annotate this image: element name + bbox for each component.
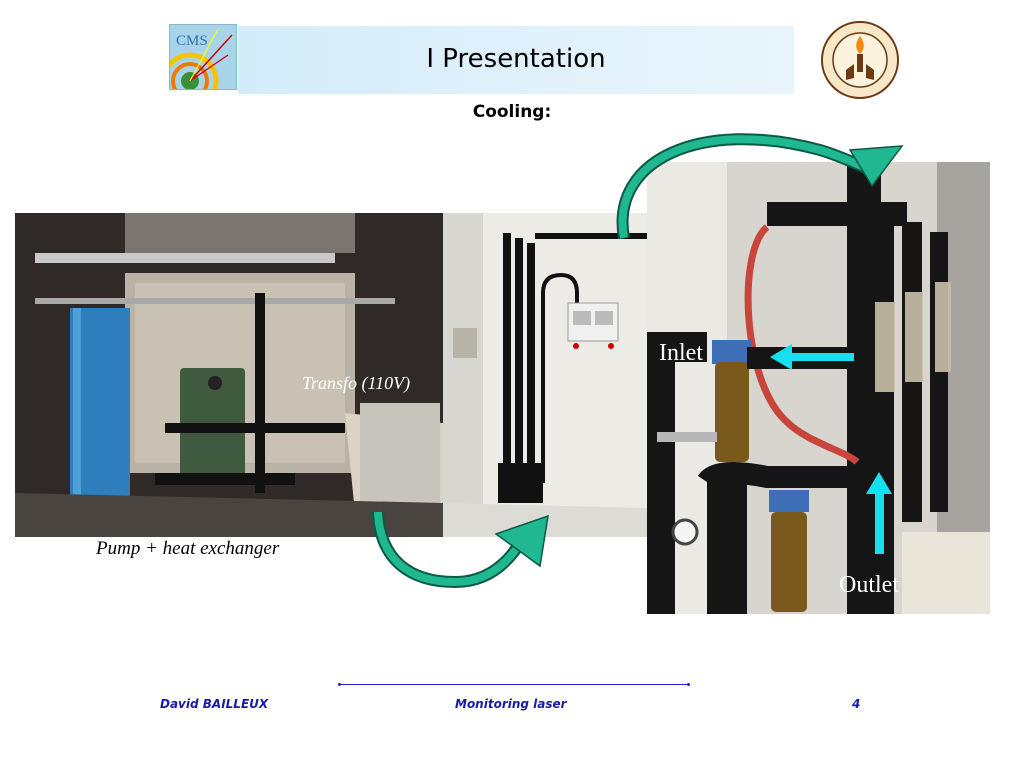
caltech-seal: [820, 20, 900, 100]
footer-author: David BAILLEUX: [160, 697, 269, 711]
cms-logo: CMS: [169, 24, 237, 90]
inlet-outlet-photo: [647, 162, 990, 614]
transfo-label: Transfo (110V): [302, 373, 411, 393]
title-bar: I Presentation: [238, 26, 794, 94]
pump-caption: Pump + heat exchanger: [96, 538, 280, 559]
slide-subtitle: Cooling:: [472, 102, 552, 122]
pump-heat-exchanger-photo: [15, 213, 443, 537]
footer-divider: [338, 683, 690, 686]
caltech-seal-graphic: [821, 21, 899, 99]
inlet-label: Inlet: [659, 340, 703, 366]
wall-pipes-photo: [443, 213, 647, 537]
footer-title: Monitoring laser: [455, 697, 567, 711]
outlet-label: Outlet: [839, 572, 899, 598]
page-number: 4: [852, 697, 861, 711]
cms-logo-graphic: [170, 28, 233, 89]
cms-logo-text: CMS: [176, 33, 208, 49]
page-title: I Presentation: [426, 44, 606, 74]
